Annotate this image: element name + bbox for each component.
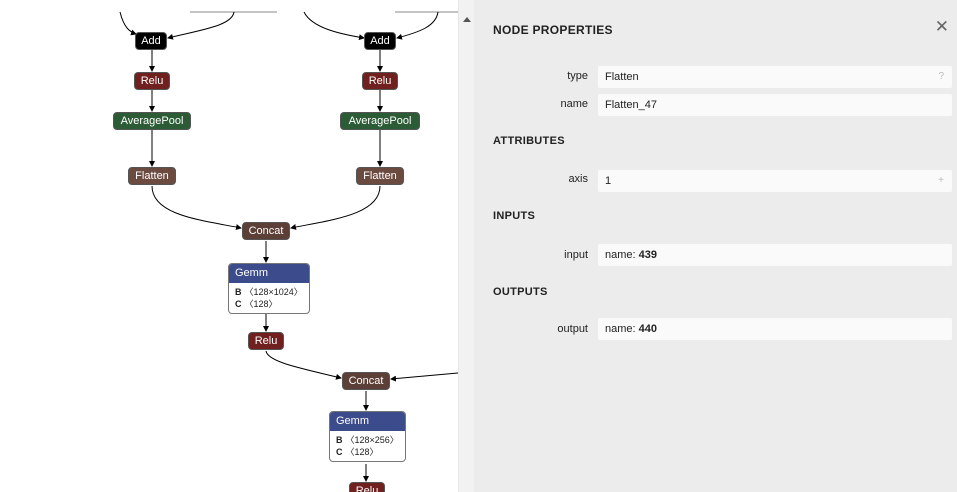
relu-node[interactable]: Relu (349, 482, 385, 492)
name-field: Flatten_47 (598, 94, 952, 116)
input-field: name: 439 (598, 244, 952, 266)
gemm-attr-c-value: 〈128〉 (244, 299, 278, 309)
axis-label: axis (568, 173, 588, 185)
gemm-node-1[interactable]: Gemm B〈128×1024〉 C〈128〉 (228, 263, 310, 314)
input-label: input (564, 249, 588, 261)
edge (151, 185, 242, 230)
concat-node[interactable]: Concat (342, 372, 390, 390)
output-field: name: 440 (598, 318, 952, 340)
add-node[interactable]: Add (135, 32, 167, 50)
node-properties-panel: NODE PROPERTIES ✕ type Flatten? name Fla… (474, 0, 957, 492)
input-prefix: name: (605, 249, 639, 261)
gemm-attr-c-key: C (235, 299, 242, 309)
type-field: Flatten? (598, 66, 952, 88)
inputs-header: INPUTS (493, 210, 536, 222)
edge (265, 350, 342, 380)
gemm-attr-c-key: C (336, 447, 343, 457)
graph-edges (119, 11, 458, 482)
axis-value: 1 (605, 175, 612, 187)
output-prefix: name: (605, 323, 639, 335)
gemm-attr-b-key: B (336, 435, 343, 445)
type-label: type (567, 70, 588, 82)
gemm-attr-b: B〈128×1024〉 (229, 286, 309, 298)
flatten-node[interactable]: Flatten (356, 167, 404, 185)
add-node[interactable]: Add (364, 32, 396, 50)
concat-node[interactable]: Concat (242, 222, 290, 240)
flatten-node[interactable]: Flatten (128, 167, 176, 185)
relu-node[interactable]: Relu (362, 72, 398, 90)
input-value: 439 (638, 249, 657, 261)
gemm-title: Gemm (330, 412, 405, 431)
gemm-attr-b-value: 〈128×256〉 (345, 435, 399, 445)
output-value: 440 (638, 323, 657, 335)
edge (119, 11, 137, 36)
gemm-attr-c: C〈128〉 (330, 446, 405, 458)
gemm-attr-b-value: 〈128×1024〉 (244, 287, 303, 297)
output-label: output (557, 323, 588, 335)
panel-title: NODE PROPERTIES (493, 23, 613, 37)
relu-node[interactable]: Relu (134, 72, 170, 90)
help-icon[interactable]: ? (938, 71, 944, 82)
edge (390, 372, 458, 382)
panel-scrollbar[interactable] (458, 0, 475, 492)
close-icon[interactable]: ✕ (934, 17, 949, 36)
axis-field: 1+ (598, 170, 952, 192)
gemm-node-2[interactable]: Gemm B〈128×256〉 C〈128〉 (329, 411, 406, 462)
edge (167, 11, 235, 40)
edge (290, 185, 381, 230)
pool-node[interactable]: AveragePool (340, 112, 420, 130)
gemm-attr-c: C〈128〉 (229, 298, 309, 310)
pool-node[interactable]: AveragePool (113, 112, 191, 130)
gemm-attr-b: B〈128×256〉 (330, 434, 405, 446)
gemm-attr-c-value: 〈128〉 (345, 447, 379, 457)
name-label: name (560, 98, 588, 110)
attributes-header: ATTRIBUTES (493, 135, 565, 147)
expand-plus-icon[interactable]: + (938, 175, 944, 186)
type-value: Flatten (605, 71, 639, 83)
edge (303, 11, 365, 41)
edge (396, 11, 439, 40)
relu-node[interactable]: Relu (248, 332, 284, 350)
scroll-up-arrow-icon[interactable] (463, 17, 471, 22)
gemm-attr-b-key: B (235, 287, 242, 297)
outputs-header: OUTPUTS (493, 286, 548, 298)
gemm-title: Gemm (229, 264, 309, 283)
